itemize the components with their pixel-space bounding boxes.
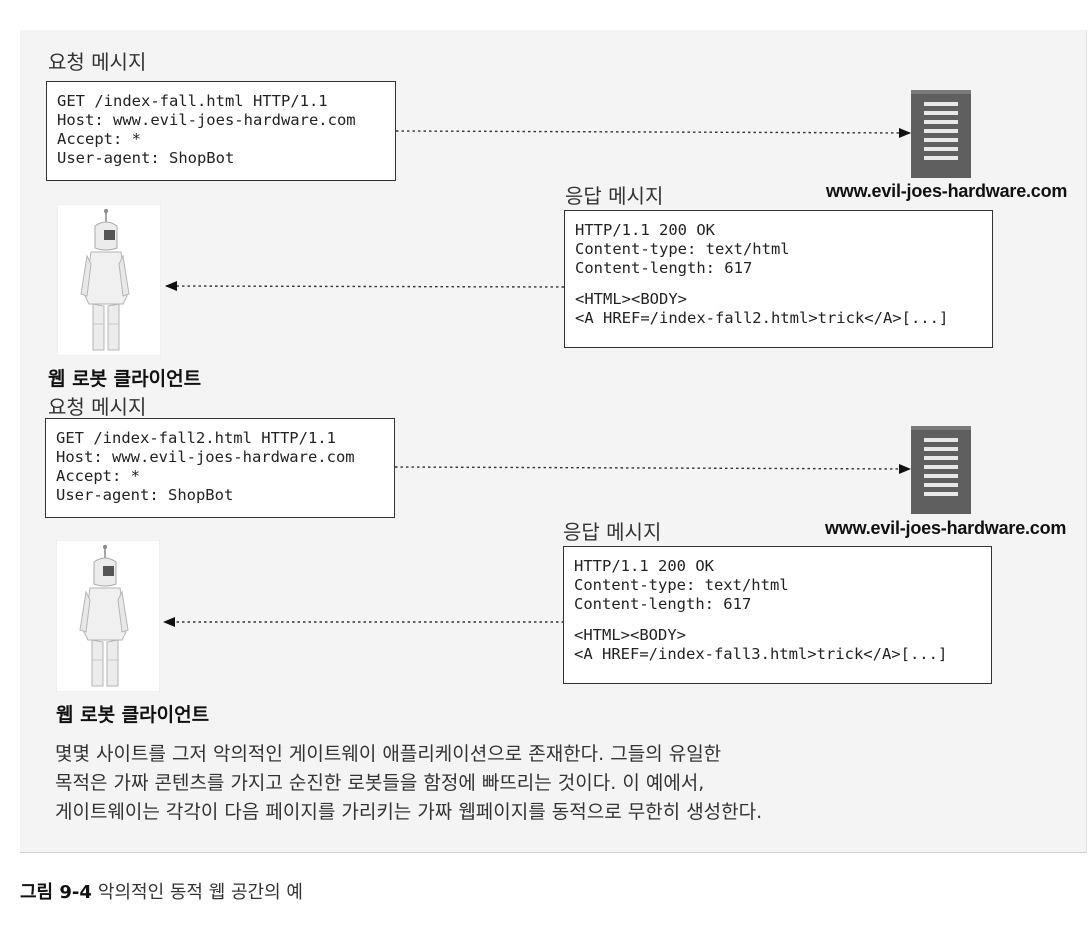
response-body-line: <A HREF=/index-fall3.html>trick</A>[...]	[574, 645, 948, 663]
response-label: 응답 메시지	[565, 184, 664, 208]
response-body-line: <HTML><BODY>	[575, 290, 687, 308]
server-icon	[911, 90, 971, 178]
request-line: User-agent: ShopBot	[56, 486, 234, 504]
request-line: GET /index-fall.html HTTP/1.1	[57, 92, 328, 110]
response-line: Content-type: text/html	[574, 576, 789, 594]
response-line: Content-length: 617	[574, 595, 752, 613]
request-label: 요청 메시지	[48, 395, 147, 419]
request-message-box: GET /index-fall.html HTTP/1.1 Host: www.…	[46, 81, 396, 181]
description-line: 목적은 가짜 콘텐츠를 가지고 순진한 로봇들을 함정에 빠뜨리는 것이다. 이…	[55, 772, 705, 794]
robot-icon	[56, 540, 160, 692]
request-line: User-agent: ShopBot	[57, 149, 235, 167]
response-label: 응답 메시지	[563, 520, 662, 544]
request-line: Accept: *	[57, 130, 141, 148]
response-line: HTTP/1.1 200 OK	[574, 557, 714, 575]
figure-number: 그림 9-4	[20, 882, 92, 903]
request-message-box: GET /index-fall2.html HTTP/1.1 Host: www…	[45, 418, 395, 518]
server-icon	[911, 426, 971, 514]
client-label: 웹 로봇 클라이언트	[48, 368, 202, 390]
response-arrow-1	[165, 281, 565, 292]
request-arrow-1	[395, 127, 911, 138]
response-line: Content-type: text/html	[575, 240, 790, 258]
client-label: 웹 로봇 클라이언트	[56, 704, 210, 726]
request-line: Host: www.evil-joes-hardware.com	[57, 111, 356, 129]
response-message-box: HTTP/1.1 200 OK Content-type: text/html …	[563, 546, 992, 684]
description-line: 몇몇 사이트를 그저 악의적인 게이트웨이 애플리케이션으로 존재한다. 그들의…	[55, 743, 722, 765]
server-hostname: www.evil-joes-hardware.com	[825, 518, 1067, 538]
response-line: Content-length: 617	[575, 259, 753, 277]
request-label: 요청 메시지	[48, 50, 147, 74]
request-line: GET /index-fall2.html HTTP/1.1	[56, 429, 336, 447]
response-body-line: <HTML><BODY>	[574, 626, 686, 644]
robot-icon	[57, 204, 161, 356]
request-line: Accept: *	[56, 467, 140, 485]
figure-title: 악의적인 동적 웹 공간의 예	[97, 882, 303, 903]
request-line: Host: www.evil-joes-hardware.com	[56, 448, 355, 466]
description-line: 게이트웨이는 각각이 다음 페이지를 가리키는 가짜 웹페이지를 동적으로 무한…	[55, 801, 763, 823]
response-body-line: <A HREF=/index-fall2.html>trick</A>[...]	[575, 309, 949, 327]
description-text: 몇몇 사이트를 그저 악의적인 게이트웨이 애플리케이션으로 존재한다. 그들의…	[55, 740, 762, 827]
response-line: HTTP/1.1 200 OK	[575, 221, 715, 239]
request-arrow-2	[394, 463, 911, 474]
response-message-box: HTTP/1.1 200 OK Content-type: text/html …	[564, 210, 993, 348]
server-hostname: www.evil-joes-hardware.com	[826, 181, 1068, 201]
